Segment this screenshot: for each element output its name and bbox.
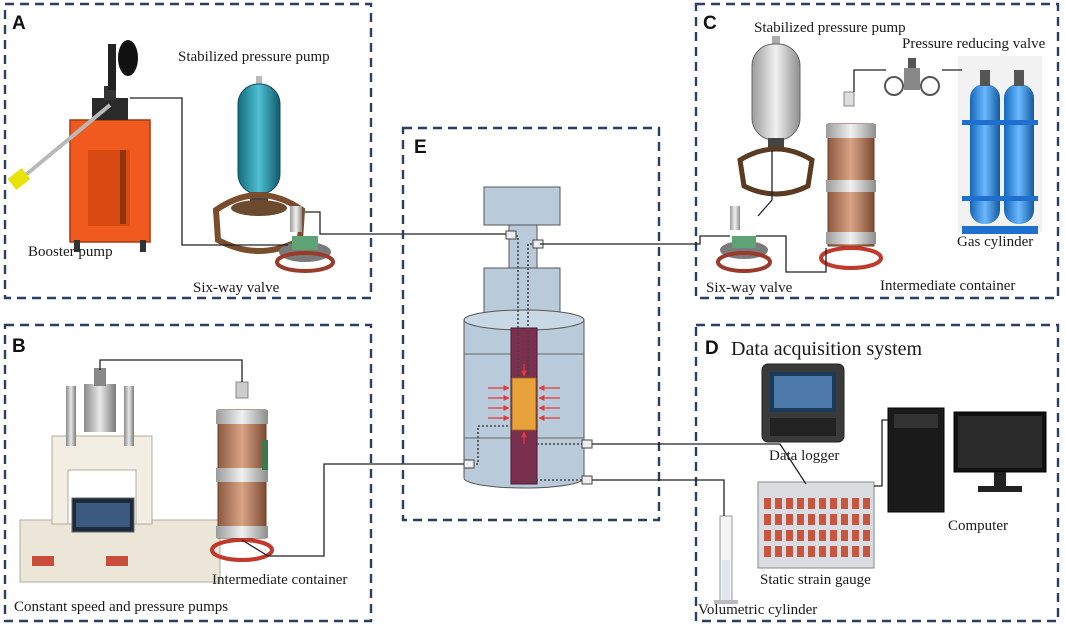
- computer-icon: [887, 407, 1047, 513]
- strain-channel-cell: [830, 530, 837, 541]
- core-holder-cell: [463, 186, 593, 489]
- volumetric-cylinder-label: Volumetric cylinder: [698, 602, 817, 618]
- six-way-valve-c-icon: [716, 206, 772, 273]
- strain-channel-cell: [797, 546, 804, 557]
- pressure-reducing-valve-icon: [884, 58, 940, 96]
- gas-cylinder-icon: [958, 56, 1042, 234]
- strain-channel-cell: [841, 498, 848, 509]
- panel-a: A Booster pump Stabilized pressure pump: [3, 2, 510, 300]
- strain-channel-cell: [841, 530, 848, 541]
- panel-a-border: [3, 2, 373, 300]
- strain-channel-cell: [819, 546, 826, 557]
- panel-e: E: [401, 126, 661, 522]
- valve-c-to-container-wire: [756, 235, 827, 273]
- data-logger-label: Data logger: [769, 448, 839, 464]
- cell-to-gauge-wire-1: [592, 443, 807, 485]
- gauge-to-computer-wire: [874, 419, 888, 487]
- six-way-valve-c-label: Six-way valve: [706, 280, 793, 296]
- constant-speed-pressure-pumps-icon: [19, 368, 221, 583]
- strain-channel-cell: [775, 530, 782, 541]
- strain-channel-cell: [764, 498, 771, 509]
- strain-channel-cell: [852, 546, 859, 557]
- strain-channel-cell: [852, 530, 859, 541]
- panel-e-border: [401, 126, 661, 522]
- panel-d-border: [694, 323, 1060, 623]
- intermediate-container-c-icon: [819, 91, 883, 270]
- reducer-to-container-wire: [853, 69, 886, 92]
- intermediate-container-b-icon: [210, 381, 274, 562]
- static-strain-gauge-icon: [757, 481, 875, 569]
- stabilized-pressure-pump-c-icon: [737, 36, 815, 197]
- panel-c-letter: C: [703, 13, 717, 34]
- intermediate-container-b-label: Intermediate container: [212, 572, 347, 588]
- valve-a-to-cell-wire: [305, 211, 510, 235]
- strain-channel-cell: [764, 530, 771, 541]
- pump-c-to-valve-wire: [757, 150, 773, 217]
- strain-channel-cell: [775, 514, 782, 525]
- six-way-valve-a-icon: [275, 206, 335, 273]
- strain-channel-cell: [830, 514, 837, 525]
- booster-to-valve-wire: [130, 97, 288, 246]
- stabilized-pressure-pump-a-icon: [212, 76, 306, 254]
- strain-channel-cell: [808, 546, 815, 557]
- strain-channel-cell: [786, 514, 793, 525]
- strain-channel-cell: [786, 546, 793, 557]
- strain-channel-cell: [764, 514, 771, 525]
- cell-to-valve-c-wire: [540, 235, 730, 245]
- strain-channel-cell: [797, 498, 804, 509]
- stabilized-pressure-pump-a-label: Stabilized pressure pump: [178, 49, 330, 65]
- volumetric-cylinder-icon: [714, 515, 738, 604]
- strain-channel-cell: [797, 530, 804, 541]
- strain-channel-cell: [786, 530, 793, 541]
- strain-channel-cell: [775, 498, 782, 509]
- intermediate-container-c-label: Intermediate container: [880, 278, 1015, 294]
- pressure-reducing-valve-label: Pressure reducing valve: [902, 36, 1046, 52]
- computer-label: Computer: [948, 518, 1008, 534]
- panel-b-border: [3, 323, 373, 623]
- panel-b-letter: B: [12, 336, 26, 357]
- strain-channel-cell: [808, 514, 815, 525]
- strain-channel-cell: [852, 514, 859, 525]
- gas-cylinder-label: Gas cylinder: [957, 234, 1033, 250]
- strain-channel-cell: [819, 498, 826, 509]
- strain-channel-cell: [808, 498, 815, 509]
- panel-b: B Constant speed and pressure pumps: [3, 323, 468, 623]
- strain-channel-cell: [841, 514, 848, 525]
- panel-a-letter: A: [12, 13, 26, 34]
- data-acquisition-title: Data acquisition system: [731, 338, 923, 360]
- panel-c-border: [694, 2, 1060, 300]
- static-strain-gauge-label: Static strain gauge: [760, 572, 871, 588]
- confining-pressure-arrows: [488, 364, 560, 444]
- strain-channel-cell: [863, 498, 870, 509]
- container-b-to-cell-wire: [241, 463, 468, 557]
- cell-to-volumetric-wire: [592, 479, 725, 516]
- stabilized-pressure-pump-c-label: Stabilized pressure pump: [754, 20, 906, 36]
- pump-to-container-b-wire: [99, 359, 243, 382]
- strain-channel-cell: [786, 498, 793, 509]
- strain-channel-cell: [863, 546, 870, 557]
- strain-channel-cell: [764, 546, 771, 557]
- data-logger-icon: [761, 363, 845, 443]
- panel-c: C Stabilized pressure pump Pressure redu…: [540, 2, 1060, 300]
- strain-channel-cell: [863, 530, 870, 541]
- panel-e-letter: E: [414, 137, 427, 158]
- strain-channel-cell: [841, 546, 848, 557]
- strain-channel-cell: [808, 530, 815, 541]
- strain-channel-cell: [819, 514, 826, 525]
- strain-channel-cell: [797, 514, 804, 525]
- strain-channel-cell: [775, 546, 782, 557]
- strain-channel-cell: [830, 498, 837, 509]
- booster-pump-icon: [7, 40, 151, 252]
- strain-channel-cell: [819, 530, 826, 541]
- strain-channel-cell: [830, 546, 837, 557]
- strain-channel-cell: [852, 498, 859, 509]
- strain-channel-cell: [863, 514, 870, 525]
- constant-speed-pressure-pumps-label: Constant speed and pressure pumps: [14, 599, 228, 615]
- panel-d: D Data acquisition system Data logger Co…: [592, 323, 1060, 623]
- six-way-valve-a-label: Six-way valve: [193, 280, 280, 296]
- panel-d-letter: D: [705, 338, 719, 359]
- booster-pump-label: Booster pump: [28, 244, 113, 260]
